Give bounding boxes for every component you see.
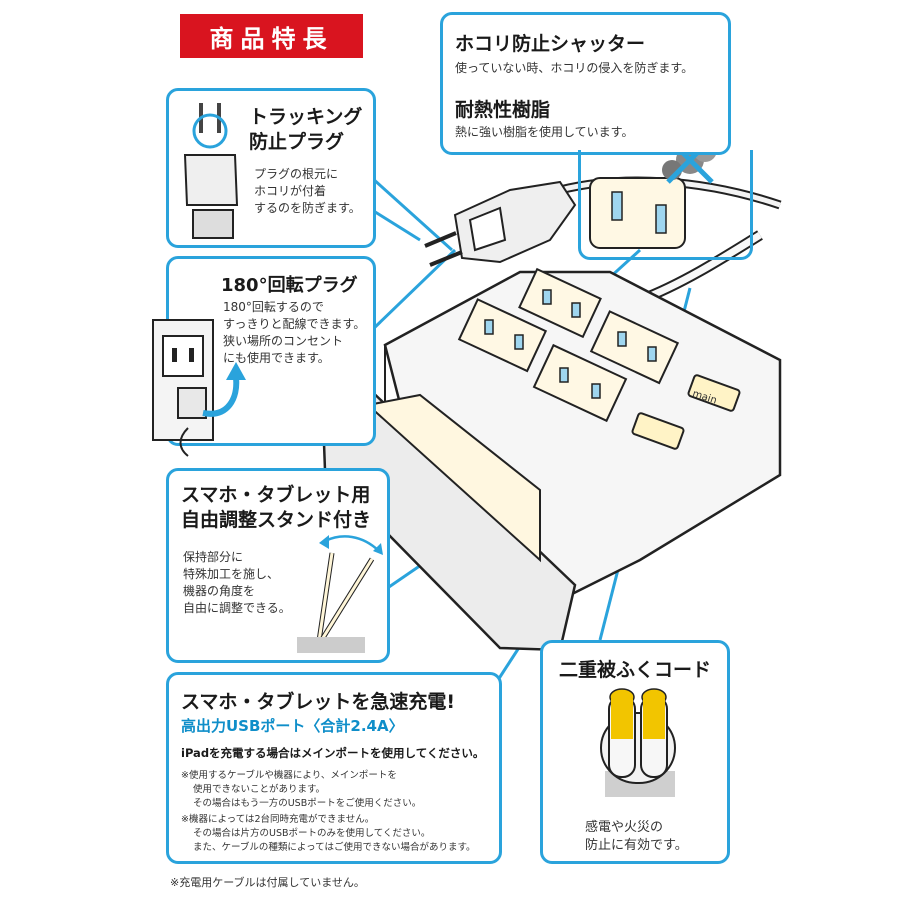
shutter-text: 使っていない時、ホコリの侵入を防ぎます。 (455, 61, 694, 75)
usb-sub-port (631, 412, 685, 450)
leader-line-tracking (370, 176, 454, 252)
usb-main-port (687, 374, 741, 412)
stand-title: スマホ・タブレット用 自由調整スタンド付き (181, 484, 372, 531)
footer-note: ※充電用ケーブルは付属していません。 (170, 876, 365, 889)
power-strip-drawing (320, 267, 782, 652)
feature-box-cord: 二重被ふくコード 感電や火災の 防止に有効です。 (540, 640, 730, 864)
feature-box-tracking: トラッキング 防止プラグ プラグの根元に ホコリが付着 するのを防ぎます。 (166, 88, 376, 248)
heat-text: 熱に強い樹脂を使用しています。 (455, 125, 634, 139)
heat-title: 耐熱性樹脂 (455, 99, 551, 121)
feature-box-usb: スマホ・タブレットを急速充電! 高出力USBポート〈合計2.4A〉 iPadを充… (166, 672, 502, 864)
outlet-face-drawing (589, 177, 686, 249)
usb-note-1: ※使用するケーブルや機器により、メインポートを 使用できないことがあります。 そ… (181, 770, 422, 809)
plug-drawing (424, 180, 577, 267)
shutter-detail-frame (578, 150, 753, 260)
rotate-title: 180°回転プラグ (221, 275, 358, 296)
cord-cross-section-icon (600, 688, 676, 797)
leader-line-rotate (370, 248, 457, 332)
leader-line-tracking-2 (371, 208, 421, 242)
stand-angle-icon (297, 535, 383, 653)
tracking-text: プラグの根元に ホコリが付着 するのを防ぎます。 (254, 167, 361, 215)
stand-text: 保持部分に 特殊加工を施し、 機器の角度を 自由に調整できる。 (183, 550, 291, 615)
cord-title: 二重被ふくコード (559, 659, 712, 681)
usb-note-2: ※機器によっては2台同時充電ができません。 その場合は片方のUSBポートのみを使… (181, 814, 476, 853)
usb-title: スマホ・タブレットを急速充電! (181, 691, 456, 713)
wall-outlet-icon (152, 319, 246, 457)
shutter-title: ホコリ防止シャッター (455, 33, 646, 55)
feature-box-stand: スマホ・タブレット用 自由調整スタンド付き 保持部分に 特殊加工を施し、 機器の… (166, 468, 390, 663)
usb-subtitle: 高出力USBポート〈合計2.4A〉 (181, 717, 404, 735)
tracking-title: トラッキング 防止プラグ (249, 106, 363, 153)
plug-icon (183, 103, 239, 239)
cord-text: 感電や火災の 防止に有効です。 (585, 820, 688, 853)
section-badge: 商品特長 (180, 14, 363, 58)
feature-box-shutter: ホコリ防止シャッター 使っていない時、ホコリの侵入を防ぎます。 耐熱性樹脂 熱に… (440, 12, 731, 155)
usb-note-main: iPadを充電する場合はメインポートを使用してください。 (181, 746, 485, 760)
rotate-text: 180°回転するので すっきりと配線できます。 狭い場所のコンセント にも使用で… (223, 300, 366, 365)
